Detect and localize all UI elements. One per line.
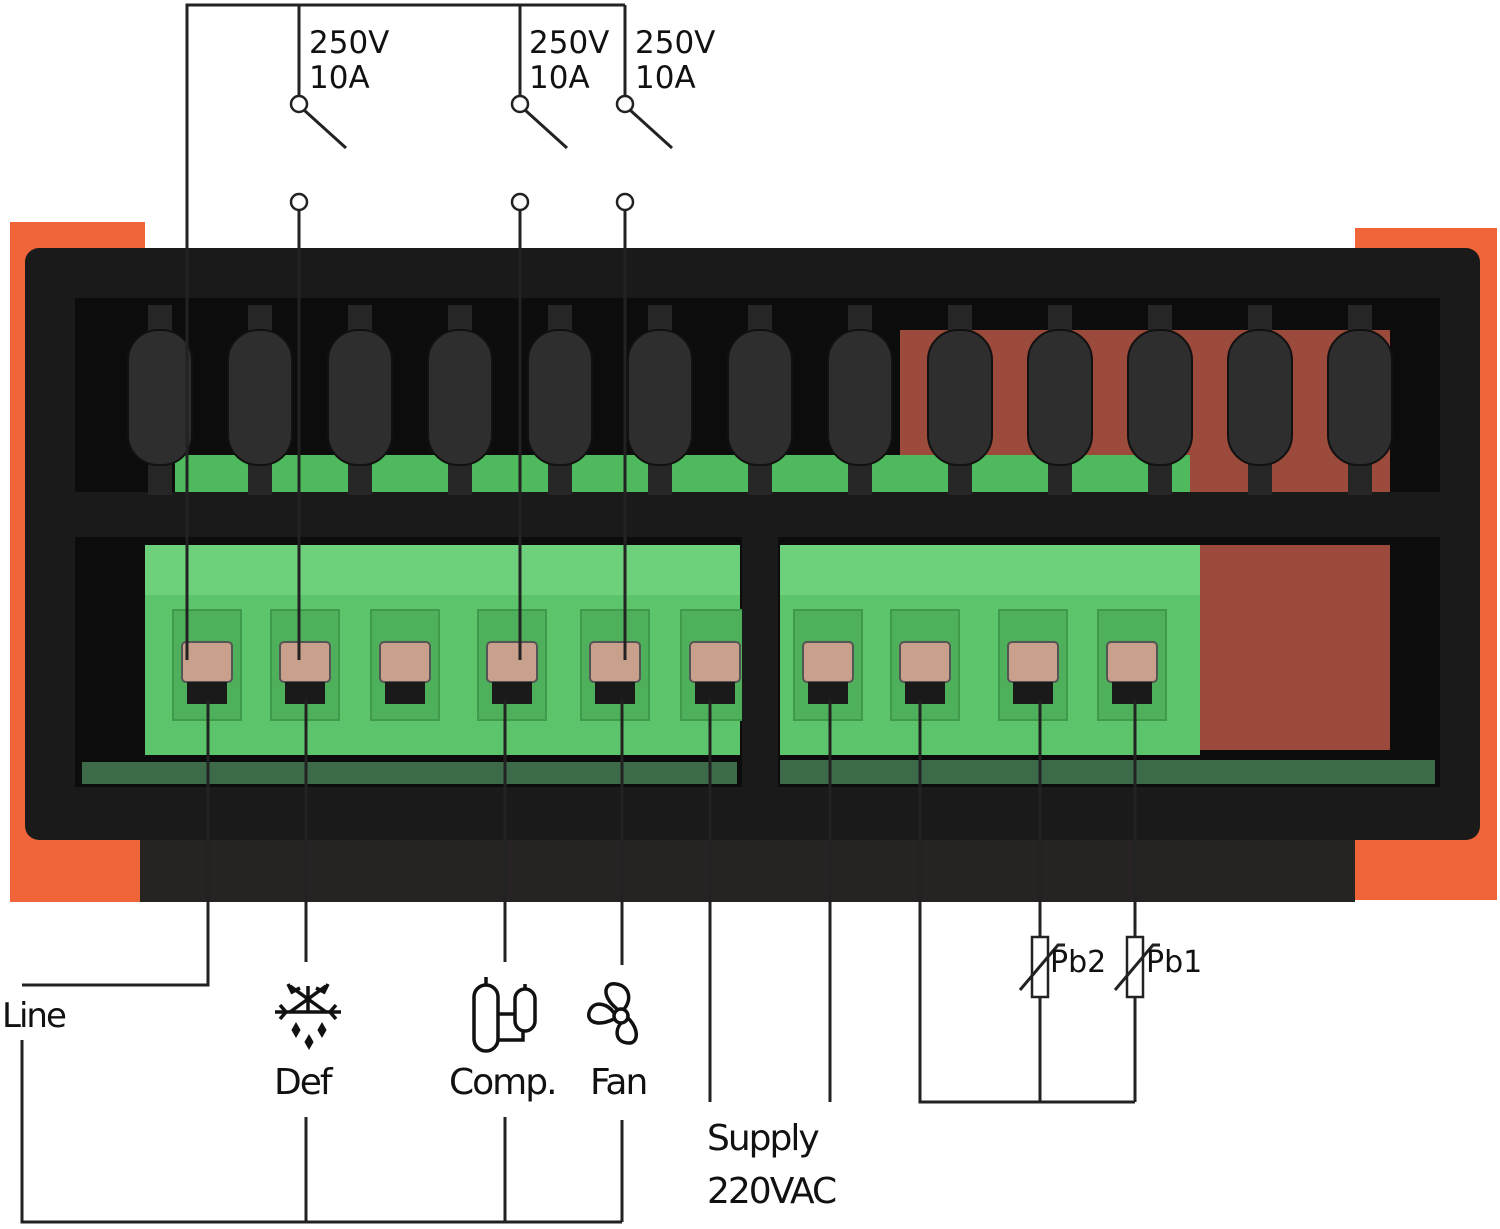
def-label: Def	[274, 1062, 334, 1103]
screw-cover	[327, 305, 393, 495]
pcb-left	[82, 762, 737, 784]
screw-cover	[827, 305, 893, 495]
voltage-rating: 250V	[309, 25, 389, 61]
screw-cover	[1027, 305, 1093, 495]
current-rating: 10A	[309, 60, 370, 96]
terminal-screw	[793, 609, 863, 721]
relay-switch-comp	[510, 94, 569, 212]
screw-cover	[1127, 305, 1193, 495]
terminal-screw	[680, 609, 750, 721]
probe2-label: Pb2	[1050, 945, 1106, 980]
line-label: Line	[2, 996, 66, 1036]
relay-rating-def: 250V 10A	[309, 25, 389, 96]
supply-label: Supply	[707, 1118, 819, 1159]
terminal-screw	[998, 609, 1068, 721]
display-window-lower	[1195, 545, 1390, 750]
fan-label: Fan	[590, 1062, 646, 1103]
screw-cover	[527, 305, 593, 495]
terminal-screw	[580, 609, 650, 721]
screw-cover	[127, 305, 193, 495]
screw-cover	[1227, 305, 1293, 495]
compressor-icon	[472, 977, 537, 1053]
terminal-screw	[890, 609, 960, 721]
terminal-screw-covers	[127, 305, 1393, 495]
screw-cover	[1327, 305, 1393, 495]
thermistor-pb2	[1018, 935, 1065, 999]
fan-icon	[587, 982, 638, 1045]
relay-rating-comp: 250V 10A	[529, 25, 609, 96]
snowflake-defrost-icon	[275, 983, 341, 1051]
terminal-screw	[172, 609, 242, 721]
relay-rating-fan: 250V 10A	[635, 25, 715, 96]
housing-bottom	[140, 830, 1355, 902]
terminal-screw	[477, 609, 547, 721]
terminal-screw	[270, 609, 340, 721]
comp-label: Comp.	[449, 1062, 556, 1103]
terminal-screws	[172, 609, 1167, 721]
divider	[742, 500, 778, 840]
terminal-screw	[1097, 609, 1167, 721]
voltage-rating: 250V	[529, 25, 609, 61]
wires	[20, 3, 1160, 1224]
probe1-label: Pb1	[1146, 945, 1202, 980]
relay-switch-def	[289, 94, 348, 212]
screw-cover	[427, 305, 493, 495]
screw-cover	[227, 305, 293, 495]
pcb-right	[780, 760, 1435, 784]
supply-voltage-label: 220VAC	[707, 1171, 836, 1212]
screw-cover	[627, 305, 693, 495]
thermistor-pb1	[1113, 935, 1160, 999]
voltage-rating: 250V	[635, 25, 715, 61]
current-rating: 10A	[635, 60, 696, 96]
screw-cover	[727, 305, 793, 495]
screw-cover	[927, 305, 993, 495]
terminal-screw	[370, 609, 440, 721]
controller-device	[10, 222, 1497, 902]
terminal-top-strip	[175, 455, 1190, 492]
relay-switch-fan	[615, 94, 674, 212]
current-rating: 10A	[529, 60, 590, 96]
